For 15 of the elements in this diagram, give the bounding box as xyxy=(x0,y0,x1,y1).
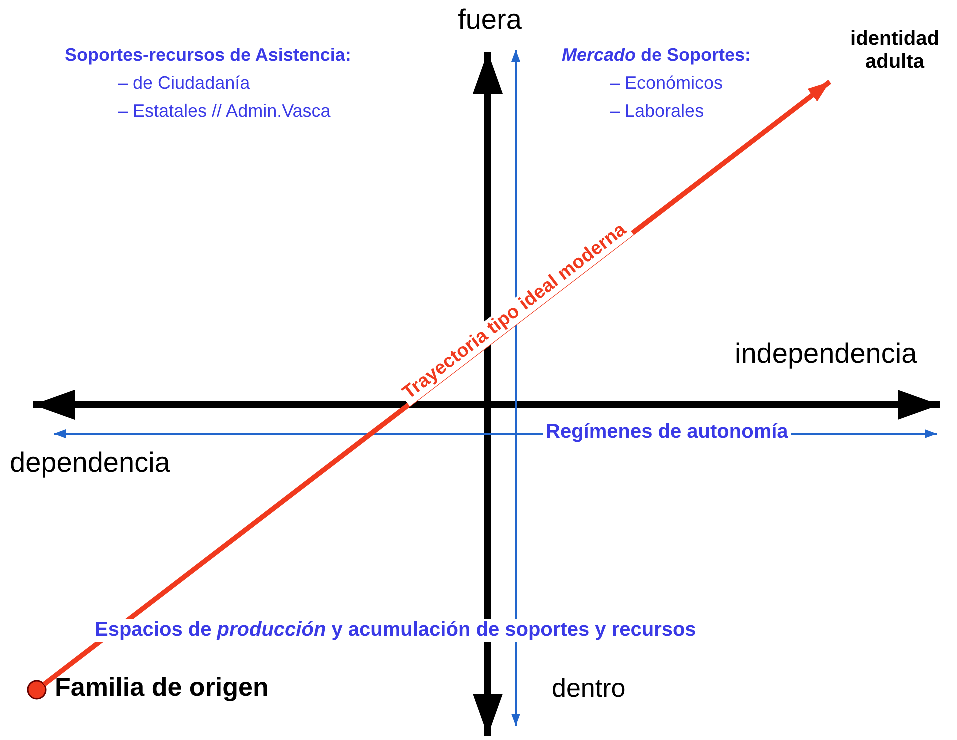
start-dot xyxy=(27,680,47,700)
endpoint-label: identidad adulta xyxy=(840,28,950,74)
node-caption: Familia de origen xyxy=(55,673,269,703)
heading-text: Soportes-recursos de Asistencia: xyxy=(65,45,352,66)
arrow xyxy=(42,80,832,687)
list-item: – Económicos xyxy=(610,73,724,94)
axis-label: independencia xyxy=(735,338,918,370)
heading-text: Mercado de Soportes: xyxy=(562,45,752,66)
axis-label: dentro xyxy=(552,674,626,704)
axis-label: dependencia xyxy=(10,447,170,480)
list-item: – de Ciudadanía xyxy=(118,73,250,94)
list-item: – Estatales // Admin.Vasca xyxy=(118,101,331,122)
list-item: – Laborales xyxy=(610,101,704,122)
axis-label: fuera xyxy=(457,4,523,36)
axis-label: Regímenes de autonomía xyxy=(543,421,792,444)
